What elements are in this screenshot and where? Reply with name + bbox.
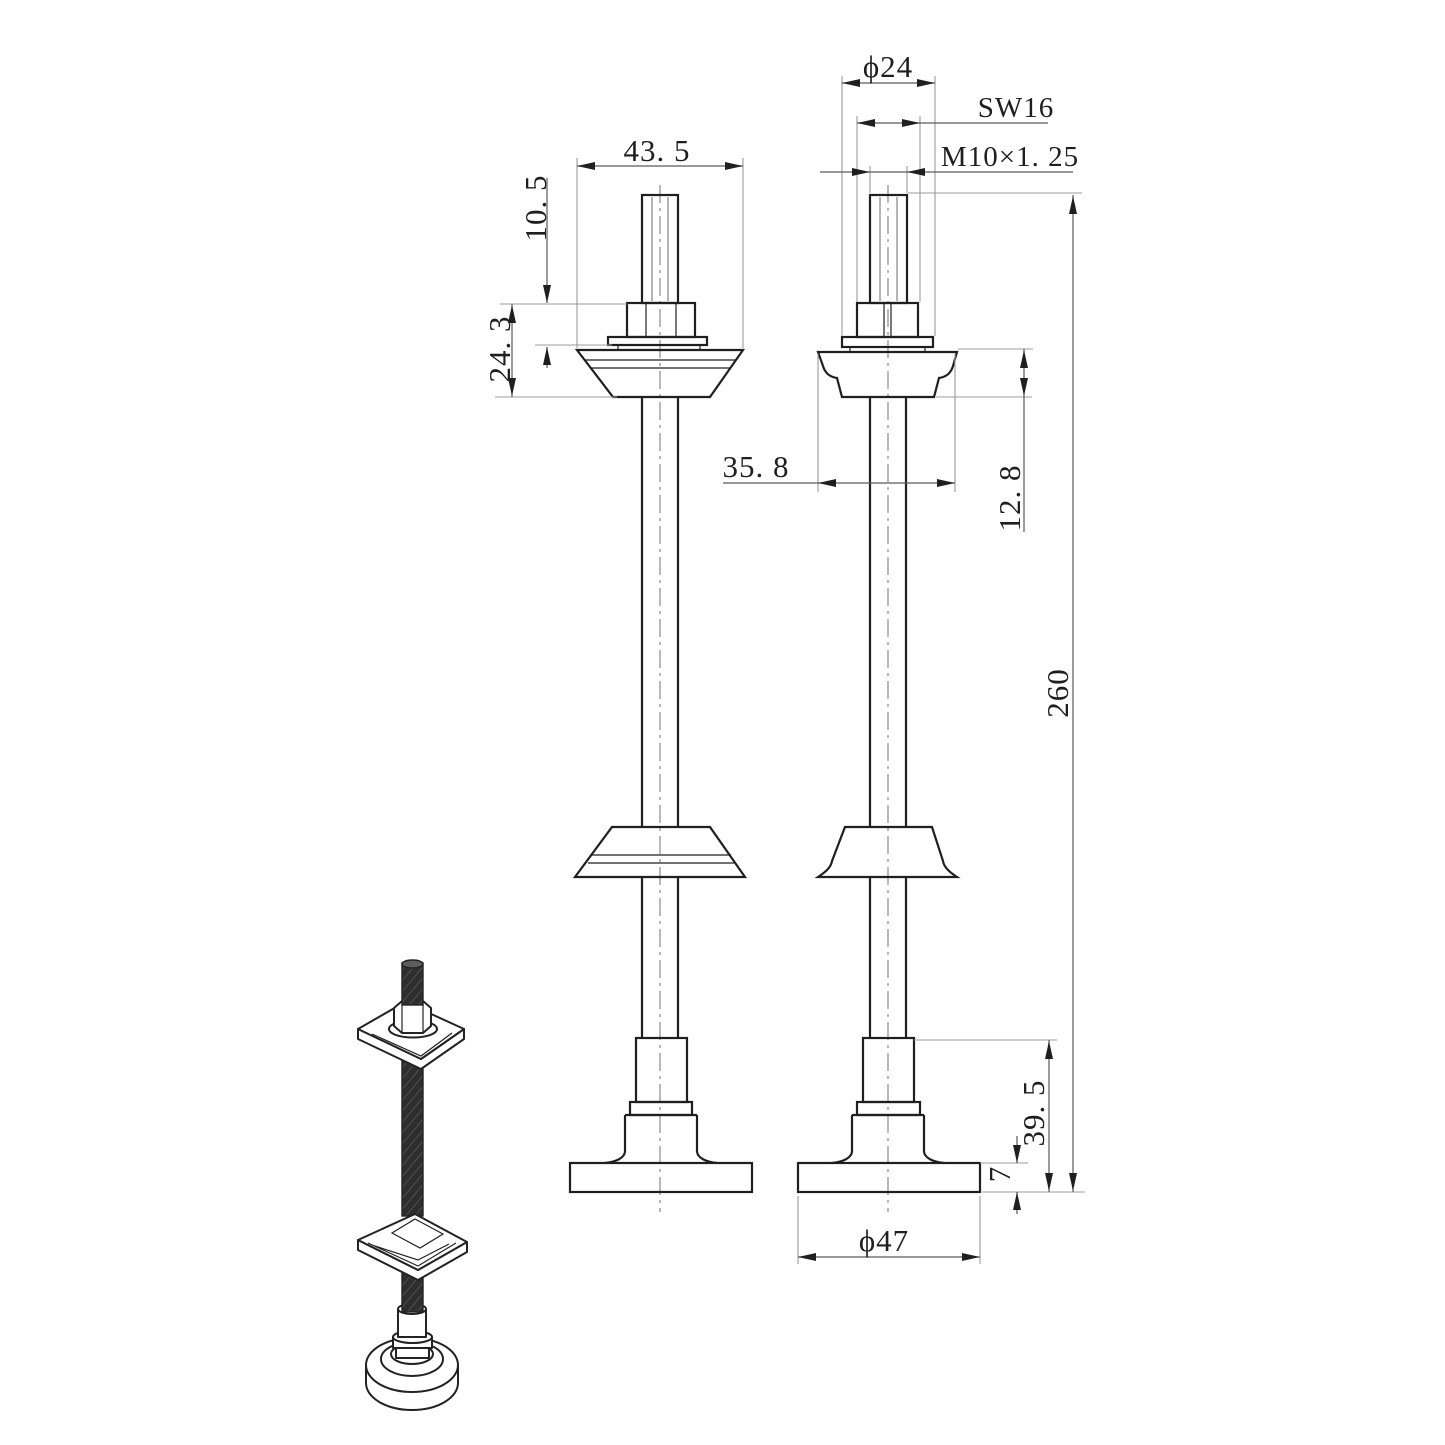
side-view <box>796 185 982 1212</box>
dim-foot-height: 39. 5 <box>1016 1080 1051 1147</box>
base-disc <box>796 1161 982 1194</box>
dim-base-diameter: ϕ47 <box>859 1223 909 1258</box>
sleeve-step <box>628 1100 694 1117</box>
base-disc <box>568 1161 754 1194</box>
dim-washer-diameter: ϕ24 <box>863 49 913 84</box>
dim-flange-width-side: 35. 8 <box>723 449 790 484</box>
dim-base-thickness: 7 <box>982 1166 1017 1183</box>
dim-nut-height: 10. 5 <box>518 175 553 242</box>
dim-flange-height: 12. 8 <box>992 465 1027 532</box>
iso-rod-top <box>401 959 424 969</box>
top-flange <box>816 350 959 399</box>
iso-threaded-rod <box>401 1057 424 1217</box>
iso-hex-nut <box>393 1000 432 1034</box>
iso-threaded-rod <box>401 962 424 1006</box>
extension-lines <box>495 76 1085 1264</box>
dim-overall-height: 260 <box>1040 668 1075 718</box>
middle-flange <box>814 825 961 879</box>
dim-nut-to-flange-bottom: 24. 3 <box>482 316 517 383</box>
middle-flange <box>572 825 748 879</box>
sleeve <box>634 1036 689 1104</box>
isometric-view <box>357 959 468 1411</box>
hex-nut <box>625 301 697 339</box>
front-view <box>568 185 754 1212</box>
dimension-lines <box>508 79 1077 1261</box>
top-flange <box>574 348 746 399</box>
dim-flange-width-front: 43. 5 <box>624 133 691 168</box>
iso-hub <box>395 1347 430 1359</box>
iso-middle-flange <box>357 1213 468 1281</box>
washer <box>606 335 709 347</box>
dim-wrench-size: SW16 <box>978 92 1055 124</box>
dimension-labels: 43. 5 10. 5 24. 3 ϕ24 SW16 M10×1. 25 35.… <box>482 49 1079 1258</box>
dim-thread-spec: M10×1. 25 <box>941 141 1079 173</box>
